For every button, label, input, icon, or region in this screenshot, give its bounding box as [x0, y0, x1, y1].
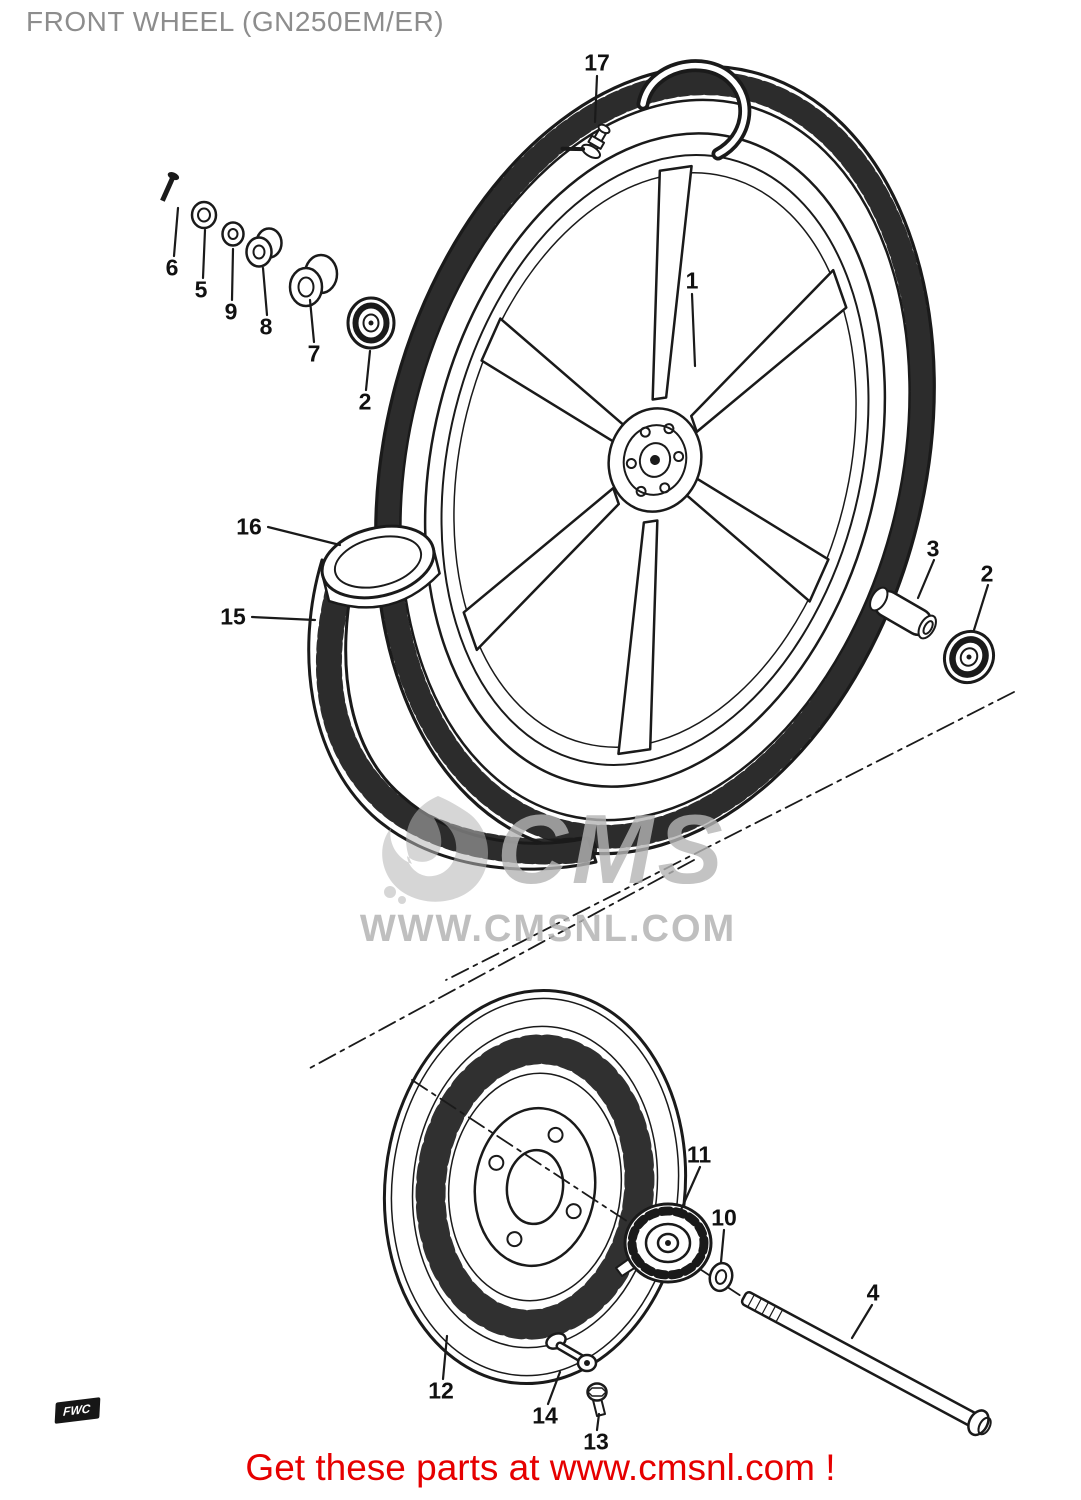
part-callout-13: 13: [583, 1428, 609, 1455]
part-callout-8: 8: [259, 313, 273, 340]
disc-bolt-holes: [488, 1126, 582, 1248]
part-callout-10: 10: [711, 1204, 737, 1231]
rim-band-hook: [636, 59, 752, 161]
footer-link[interactable]: Get these parts at www.cmsnl.com !: [245, 1447, 836, 1488]
bolt-part6: [160, 172, 180, 202]
brake-disc: [382, 988, 688, 1386]
disc-mount-face: [473, 1106, 597, 1268]
part-callout-2-right: 2: [980, 560, 994, 587]
rim-bead: [453, 172, 857, 748]
part-callout-1: 1: [685, 267, 699, 294]
speedo-drive-part14: [545, 1332, 598, 1373]
washer-part10: [708, 1261, 734, 1293]
tube-cap-part16: [320, 524, 441, 609]
part-callout-3: 3: [926, 535, 940, 562]
part-callout-17: 17: [584, 49, 610, 76]
bearing-part2-left: [346, 296, 396, 350]
nut-part5: [190, 200, 218, 230]
spacer-part3: [869, 586, 937, 640]
part-callout-6: 6: [165, 254, 179, 281]
speedo-gearbox-part11: [615, 1202, 713, 1284]
disc-center-hole: [505, 1148, 565, 1226]
spacer-part7: [288, 253, 339, 308]
axle-hole: [650, 455, 660, 465]
valve-stem: [560, 123, 611, 160]
bearing-part2-right: [942, 629, 996, 685]
part-callout-12: 12: [428, 1377, 454, 1404]
bolt-part13: [586, 1382, 608, 1417]
part-callout-14: 14: [532, 1402, 558, 1429]
part-callout-9: 9: [224, 298, 238, 325]
page-title: FRONT WHEEL (GN250EM/ER): [26, 6, 445, 37]
spacer-part8: [245, 227, 283, 268]
axle-part4: [740, 1290, 992, 1437]
part-callout-2-left: 2: [358, 388, 372, 415]
part-callout-7: 7: [307, 340, 321, 367]
disc-drill-pattern: [415, 1034, 655, 1340]
wheel-spokes: [462, 164, 848, 756]
tire-tread-band: [376, 71, 934, 849]
wheel-assembly: [374, 64, 936, 856]
callout-leader-lines: [172, 74, 990, 1432]
part-callout-15: 15: [220, 603, 246, 630]
washer-part9: [221, 221, 245, 247]
part-callout-5: 5: [194, 276, 208, 303]
part-callout-4: 4: [866, 1279, 880, 1306]
axis-dashdot-lines: [309, 691, 1015, 1069]
part-callout-16: 16: [236, 513, 262, 540]
part-callout-11: 11: [686, 1141, 712, 1168]
